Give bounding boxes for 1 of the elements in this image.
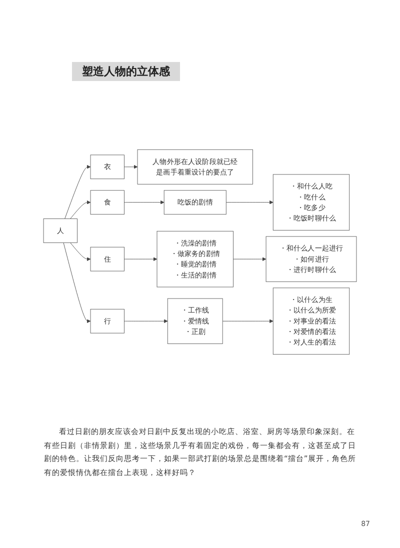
section-heading: 塑造人物的立体感 <box>72 62 180 81</box>
